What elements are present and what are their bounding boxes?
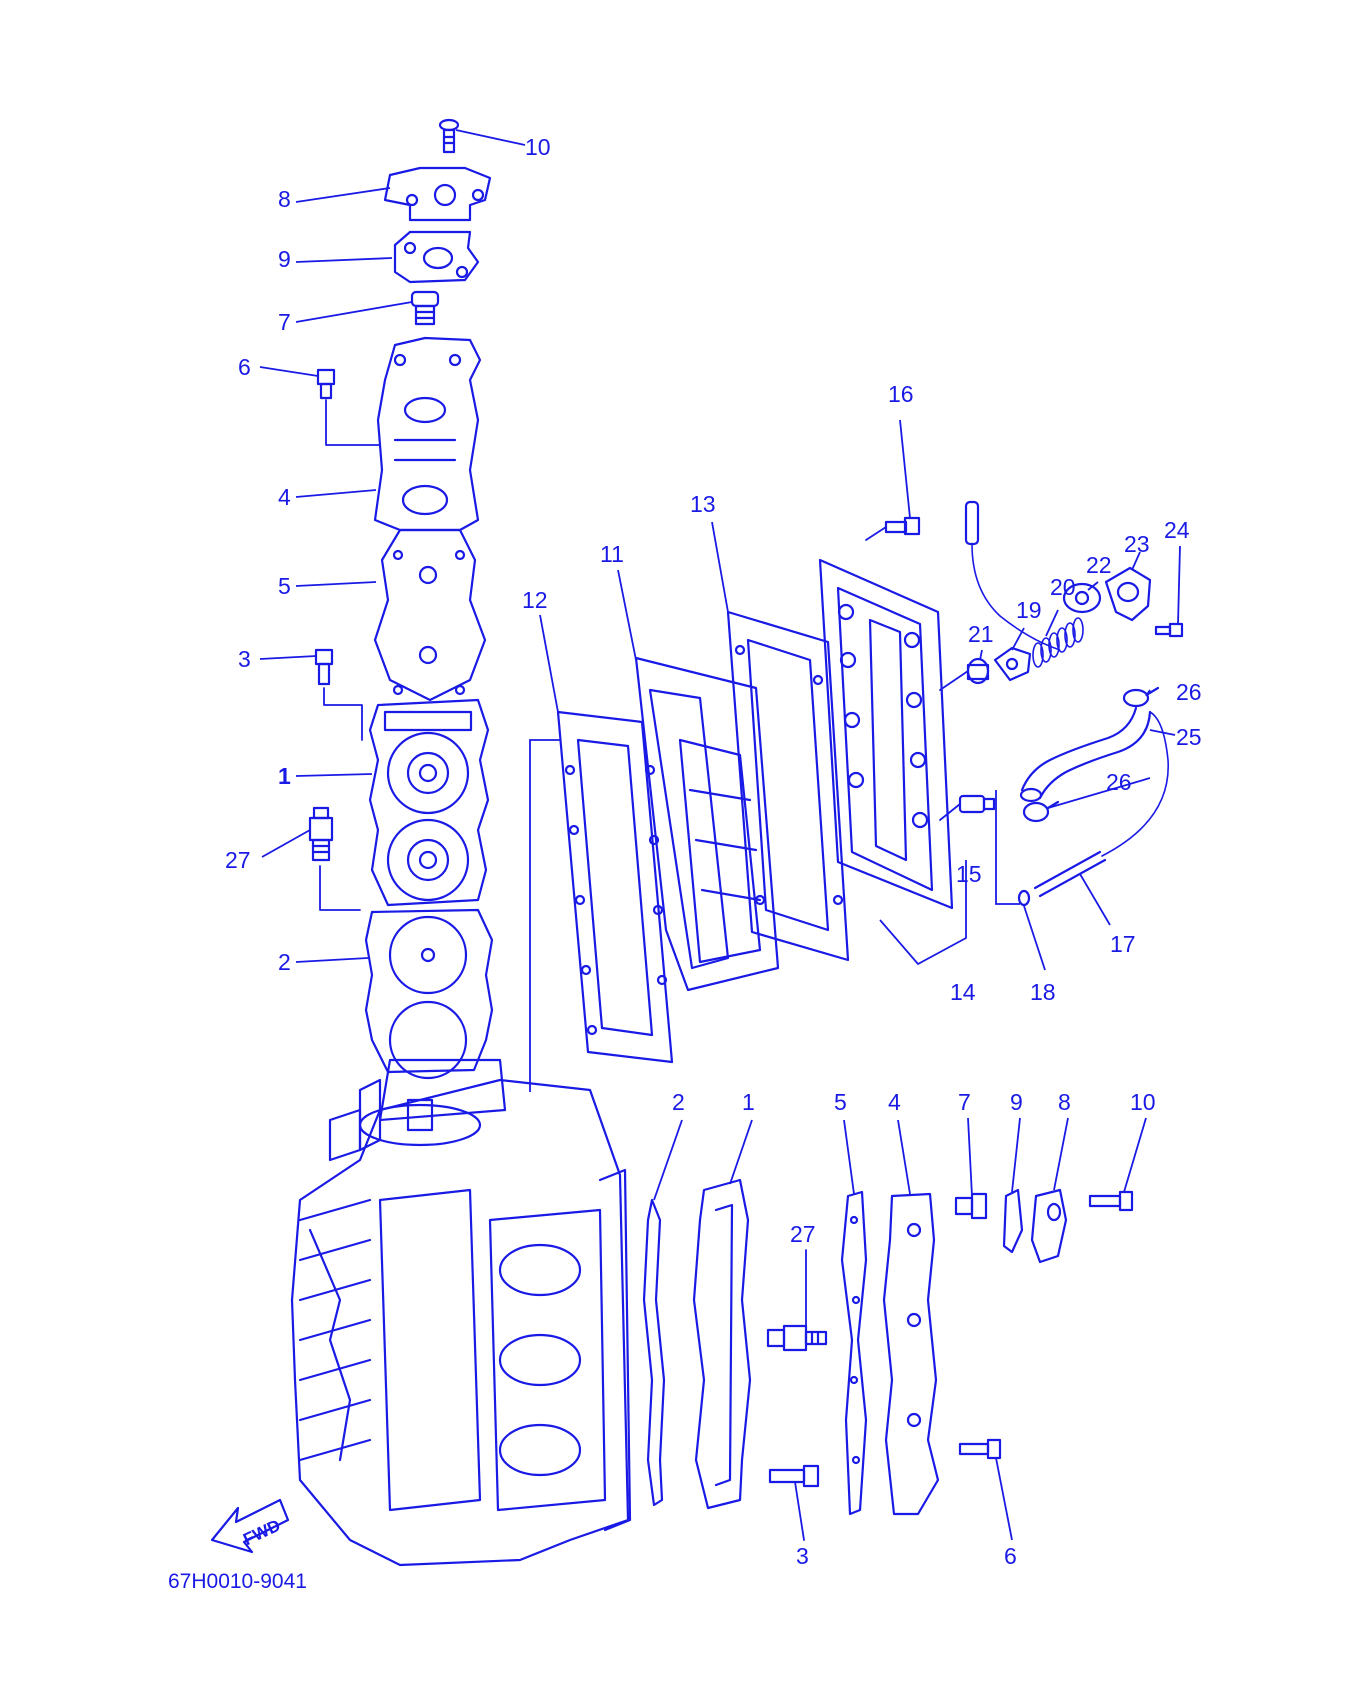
callout-lower-7: 7 bbox=[958, 1089, 971, 1115]
part-9-gasket bbox=[393, 230, 480, 284]
callout-24: 24 bbox=[1164, 517, 1190, 543]
part-27-spark-plug bbox=[308, 806, 361, 911]
part-25-hose bbox=[1019, 706, 1152, 803]
callout-1: 1 bbox=[278, 763, 291, 789]
part-4-head-cover bbox=[373, 336, 482, 532]
part-13-gasket bbox=[726, 610, 850, 962]
callout-12: 12 bbox=[522, 587, 548, 613]
part-7-thermostat-side bbox=[954, 1192, 988, 1220]
callout-17: 17 bbox=[1110, 931, 1136, 957]
callout-20: 20 bbox=[1050, 574, 1076, 600]
callout-lower-1: 1 bbox=[742, 1089, 755, 1115]
part-7-thermostat bbox=[410, 290, 440, 326]
callout-23: 23 bbox=[1124, 531, 1150, 557]
part-6-bolt-side bbox=[958, 1438, 1002, 1460]
leader-engine-to-12 bbox=[529, 739, 560, 1092]
callout-11: 11 bbox=[600, 541, 624, 567]
callout-4: 4 bbox=[278, 484, 291, 510]
callout-9: 9 bbox=[278, 246, 291, 272]
callout-8: 8 bbox=[278, 186, 291, 212]
callout-6: 6 bbox=[238, 354, 251, 380]
callout-26-lower: 26 bbox=[1106, 769, 1132, 795]
part-10-bolt-top bbox=[438, 118, 460, 154]
callout-25: 25 bbox=[1176, 724, 1202, 750]
part-18-clip bbox=[1017, 889, 1031, 907]
callout-lower-9: 9 bbox=[1010, 1089, 1023, 1115]
part-5-gasket-side bbox=[840, 1190, 868, 1516]
part-26-clamp-upper bbox=[1122, 686, 1160, 708]
fwd-arrow-icon: FWD bbox=[210, 1498, 290, 1554]
callout-26-upper: 26 bbox=[1176, 679, 1202, 705]
part-1-head-side bbox=[692, 1178, 752, 1510]
part-code-label: 67H0010-9041 bbox=[168, 1570, 307, 1593]
fwd-label: FWD bbox=[240, 1516, 283, 1550]
part-6-bolt bbox=[316, 368, 381, 446]
callout-7: 7 bbox=[278, 309, 291, 335]
callout-22: 22 bbox=[1086, 552, 1112, 578]
callout-13: 13 bbox=[690, 491, 716, 517]
part-15-nipple bbox=[939, 794, 996, 821]
callout-lower-5: 5 bbox=[834, 1089, 847, 1115]
part-hose-top-line bbox=[964, 500, 1061, 651]
part-24-bolt bbox=[1154, 622, 1184, 638]
callout-5: 5 bbox=[278, 573, 291, 599]
callout-18: 18 bbox=[1030, 979, 1056, 1005]
leader-lines-upper bbox=[259, 129, 1181, 971]
part-17-tube bbox=[1033, 711, 1169, 898]
part-26-clamp-lower bbox=[1022, 800, 1060, 823]
part-23-valve-cover bbox=[1104, 566, 1152, 622]
callout-14: 14 bbox=[950, 979, 976, 1005]
part-16-bolt bbox=[865, 516, 921, 541]
callout-lower-3: 3 bbox=[796, 1543, 809, 1569]
part-27-spark-plug-side bbox=[766, 1249, 828, 1352]
part-4-cover-side bbox=[882, 1192, 940, 1516]
callout-labels: 10 8 9 7 6 4 5 3 1 27 2 16 13 11 12 21 1… bbox=[225, 134, 1202, 1569]
part-2-head-gasket bbox=[364, 908, 494, 1080]
callout-2: 2 bbox=[278, 949, 291, 975]
leader-lines-lower bbox=[653, 1117, 1147, 1541]
callout-19: 19 bbox=[1016, 597, 1042, 623]
callout-27: 27 bbox=[225, 847, 251, 873]
engine-block bbox=[290, 1058, 632, 1567]
part-22-gasket bbox=[1062, 582, 1102, 614]
part-19-valve bbox=[993, 646, 1032, 682]
part-8-cover bbox=[383, 166, 492, 222]
part-3-bolt bbox=[314, 648, 363, 741]
part-14-exhaust-outer-cover bbox=[818, 558, 954, 910]
part-21-fitting bbox=[939, 657, 990, 691]
part-11-exhaust-cover bbox=[634, 656, 780, 992]
callout-16: 16 bbox=[888, 381, 914, 407]
callout-lower-10: 10 bbox=[1130, 1089, 1156, 1115]
callout-21: 21 bbox=[968, 621, 994, 647]
callout-lower-6: 6 bbox=[1004, 1543, 1017, 1569]
callout-lower-2: 2 bbox=[672, 1089, 685, 1115]
part-1-cylinder-head bbox=[368, 698, 490, 907]
callout-15: 15 bbox=[956, 861, 982, 887]
callout-10: 10 bbox=[525, 134, 551, 160]
part-12-exhaust-gasket bbox=[556, 710, 674, 1064]
part-5-gasket bbox=[373, 528, 487, 702]
callout-lower-8: 8 bbox=[1058, 1089, 1071, 1115]
part-2-gasket-side bbox=[642, 1198, 666, 1507]
part-8-cover-side bbox=[1030, 1188, 1068, 1264]
part-9-gasket-side bbox=[1002, 1188, 1024, 1254]
callout-3: 3 bbox=[238, 646, 251, 672]
callout-lower-27: 27 bbox=[790, 1221, 816, 1247]
part-10-bolt-side bbox=[1088, 1190, 1134, 1212]
callout-lower-4: 4 bbox=[888, 1089, 901, 1115]
part-3-bolt-side bbox=[768, 1464, 820, 1541]
